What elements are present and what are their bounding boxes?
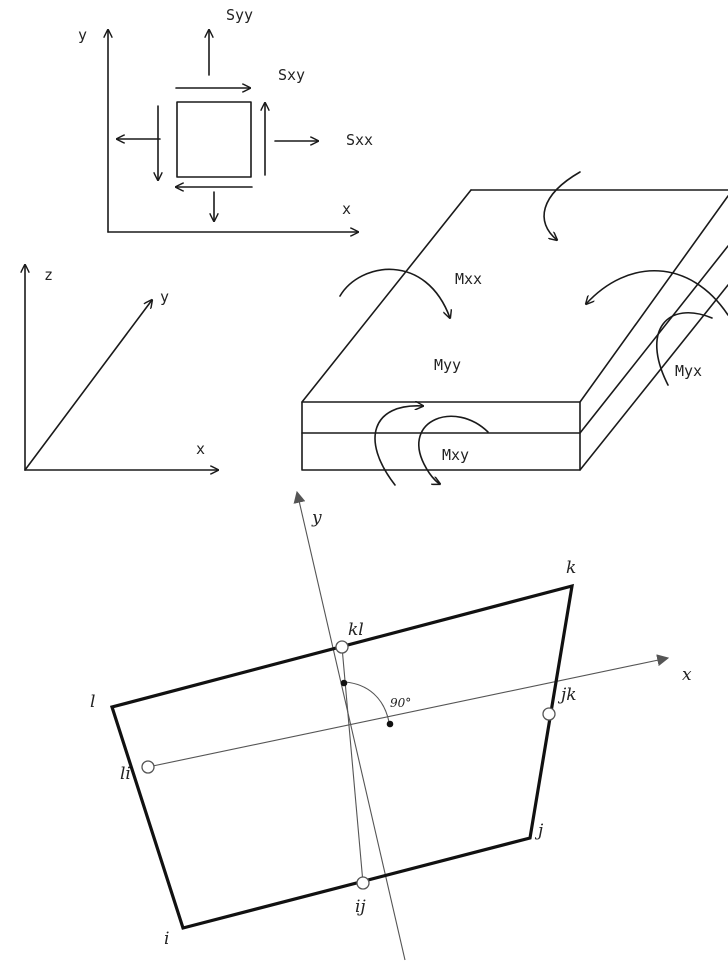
node-k-label: k bbox=[566, 558, 576, 578]
y-axis-3d-label: y bbox=[160, 288, 169, 306]
element-y-axis bbox=[293, 490, 406, 961]
mxx-moment-arrow bbox=[339, 268, 450, 318]
kl-ij-line bbox=[341, 646, 364, 884]
sxx-label: Sxx bbox=[346, 131, 373, 149]
myx-label: Myx bbox=[675, 362, 702, 380]
layered-plate: Mxx Myx Myy Mxy bbox=[301, 171, 728, 486]
myy-moment-arrow bbox=[374, 406, 423, 486]
mxx-label: Mxx bbox=[455, 270, 482, 288]
stress-x-axis-label: x bbox=[342, 200, 351, 218]
z-axis-label: z bbox=[44, 266, 53, 284]
node-j-label: j bbox=[534, 821, 544, 841]
syy-label: Syy bbox=[226, 6, 253, 24]
mxy-moment-arrow bbox=[418, 415, 489, 484]
node-ij bbox=[356, 876, 370, 890]
angle-dot-y bbox=[340, 679, 348, 687]
stress-y-axis-label: y bbox=[78, 26, 87, 44]
node-l-label: l bbox=[90, 692, 95, 712]
element-x-axis bbox=[147, 654, 670, 768]
plate-front-face bbox=[301, 401, 581, 471]
myx-loop bbox=[656, 312, 713, 386]
element-x-axis-label: x bbox=[682, 665, 692, 685]
mxy-label: Mxy bbox=[442, 446, 469, 464]
plate-top-left-edge bbox=[301, 189, 472, 403]
top-moment-arrow bbox=[543, 171, 581, 240]
myx-moment-arrow bbox=[586, 270, 728, 316]
node-jk bbox=[542, 707, 556, 721]
sxy-label: Sxy bbox=[278, 66, 305, 84]
quad-element: y x 90° k l j i kl jk li ij bbox=[90, 490, 692, 961]
myy-label: Myy bbox=[434, 356, 461, 374]
element-y-axis-label: y bbox=[311, 508, 322, 528]
plate-side-layer-edge bbox=[579, 245, 728, 434]
node-ij-label: ij bbox=[355, 897, 366, 917]
element-outline bbox=[109, 583, 574, 930]
node-li bbox=[141, 760, 155, 774]
angle-arc bbox=[344, 681, 390, 723]
node-kl bbox=[335, 640, 349, 654]
stress-diagram: y x Syy Sxy Sxx bbox=[78, 6, 373, 232]
xyz-axes: z y x bbox=[25, 265, 218, 470]
stress-element-square bbox=[176, 101, 252, 178]
node-i-label: i bbox=[164, 929, 169, 949]
y-axis-3d bbox=[24, 300, 152, 471]
node-kl-label: kl bbox=[348, 620, 364, 640]
angle-dot-x bbox=[386, 720, 394, 728]
angle-label: 90° bbox=[390, 696, 411, 710]
x-axis-3d-label: x bbox=[196, 440, 205, 458]
plate-side-bottom-edge bbox=[579, 284, 728, 471]
node-li-label: li bbox=[120, 764, 131, 784]
node-jk-label: jk bbox=[557, 685, 577, 705]
plate-top-right-edge bbox=[579, 195, 728, 403]
